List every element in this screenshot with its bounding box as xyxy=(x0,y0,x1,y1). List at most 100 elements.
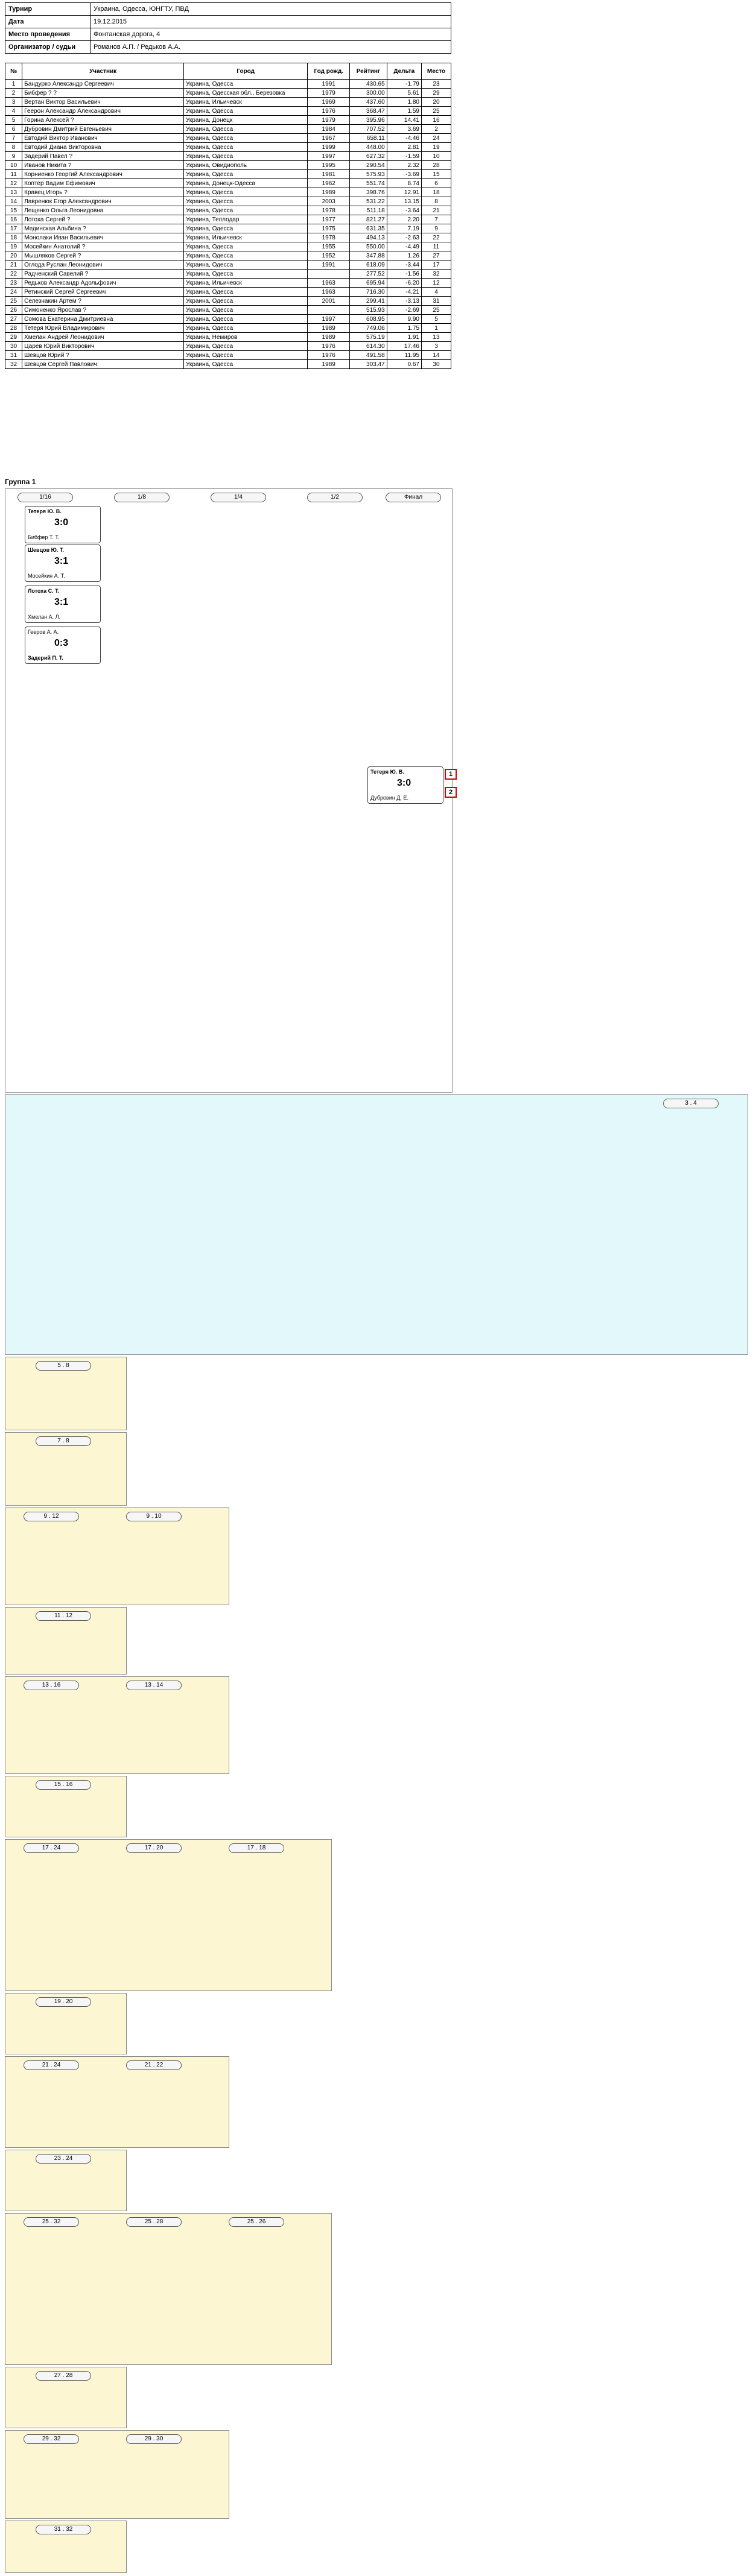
cell-city: Украина, Одесса xyxy=(183,133,308,143)
cell-place: 28 xyxy=(421,160,452,170)
cell-delta: 0.67 xyxy=(386,359,422,369)
section-5-8: 5 . 8 xyxy=(5,1357,127,1430)
cell-place: 29 xyxy=(421,88,452,98)
cell-city: Украина, Немиров xyxy=(183,332,308,342)
place-badge: 1 xyxy=(445,769,457,780)
match-card: Тетеря Ю. В. 3:0 Бибфер Т. Т. xyxy=(25,506,101,543)
cell-city: Украина, Теплодар xyxy=(183,215,308,224)
section-15-16: 15 . 16 xyxy=(5,1776,127,1837)
cell-birth-year: 1962 xyxy=(307,178,351,188)
cell-place: 32 xyxy=(421,269,452,279)
col-place: Место xyxy=(421,63,452,80)
cell-delta: -1.56 xyxy=(386,269,422,279)
cell-delta: 5.61 xyxy=(386,88,422,98)
round-header: Финал xyxy=(386,493,441,502)
cell-participant: Хмелан Андрей Леонидович xyxy=(22,332,184,342)
cell-participant: Сомова Екатерина Дмитриевна xyxy=(22,314,184,324)
match-card: Лотоха С. Т. 3:1 Хмелан А. Л. xyxy=(25,586,101,623)
match-score: 3:1 xyxy=(54,556,69,566)
cell-city: Украина, Одесса xyxy=(183,269,308,279)
place-badge: 2 xyxy=(445,787,457,798)
section-header: 21 . 24 xyxy=(24,2060,79,2070)
cell-place: 23 xyxy=(421,79,452,89)
cell-delta: -3.13 xyxy=(386,296,422,306)
cell-number: 11 xyxy=(4,169,23,179)
cell-participant: Монолаки Иван Васильевич xyxy=(22,233,184,242)
cell-city: Украина, Одесса xyxy=(183,124,308,134)
section-7-8: 7 . 8 xyxy=(5,1432,127,1506)
col-number: № xyxy=(4,63,23,80)
info-value: Романов А.П. / Редьков А.А. xyxy=(90,40,451,54)
cell-birth-year xyxy=(307,305,351,315)
round-header: 1/16 xyxy=(17,493,73,502)
cell-number: 30 xyxy=(4,341,23,351)
cell-rating: 437.60 xyxy=(349,97,387,107)
cell-number: 17 xyxy=(4,224,23,233)
cell-city: Украина, Одесса xyxy=(183,224,308,233)
cell-birth-year: 1989 xyxy=(307,332,351,342)
cell-delta: 12.91 xyxy=(386,188,422,197)
cell-city: Украина, Одесса xyxy=(183,106,308,116)
round-header: 1/8 xyxy=(114,493,170,502)
cell-city: Украина, Ильичевск xyxy=(183,233,308,242)
cell-place: 19 xyxy=(421,142,452,152)
cell-city: Украина, Одесса xyxy=(183,142,308,152)
cell-rating: 277.52 xyxy=(349,269,387,279)
cell-rating: 695.94 xyxy=(349,278,387,288)
final-player-1: Тетеря Ю. В. xyxy=(370,769,404,775)
cell-rating: 749.06 xyxy=(349,323,387,333)
section-header: 25 . 28 xyxy=(126,2217,182,2227)
cell-birth-year: 1955 xyxy=(307,242,351,251)
cell-delta: -4.21 xyxy=(386,287,422,297)
cell-city: Украина, Одесса xyxy=(183,251,308,260)
cell-number: 6 xyxy=(4,124,23,134)
cell-number: 1 xyxy=(4,79,23,89)
cell-delta: 11.95 xyxy=(386,350,422,360)
cell-rating: 631.35 xyxy=(349,224,387,233)
cell-participant: Кравец Игорь ? xyxy=(22,188,184,197)
info-label: Организатор / судьи xyxy=(5,40,91,54)
cell-participant: Оглода Руслан Леонидович xyxy=(22,260,184,270)
cell-rating: 511.18 xyxy=(349,206,387,215)
cell-place: 3 xyxy=(421,341,452,351)
cell-participant: Геерон Александр Александрович xyxy=(22,106,184,116)
cell-participant: Евтодий Виктор Иванович xyxy=(22,133,184,143)
cell-birth-year: 1976 xyxy=(307,341,351,351)
cell-city: Украина, Одесса xyxy=(183,79,308,89)
cell-city: Украина, Одесса xyxy=(183,350,308,360)
section-header: 31 . 32 xyxy=(36,2525,91,2534)
cell-place: 16 xyxy=(421,115,452,125)
cell-participant: Горина Алексей ? xyxy=(22,115,184,125)
section-29-32: 29 . 32 29 . 30 xyxy=(5,2430,229,2519)
cell-place: 11 xyxy=(421,242,452,251)
info-value: Фонтанская дорога, 4 xyxy=(90,28,451,41)
cell-participant: Мосейкин Анатолий ? xyxy=(22,242,184,251)
cell-number: 25 xyxy=(4,296,23,306)
cell-number: 22 xyxy=(4,269,23,279)
section-23-24: 23 . 24 xyxy=(5,2150,127,2211)
cell-participant: Задерий Павел ? xyxy=(22,151,184,161)
cell-participant: Ретинский Сергей Сергеевич xyxy=(22,287,184,297)
cell-city: Украина, Одесса xyxy=(183,359,308,369)
cell-delta: 2.81 xyxy=(386,142,422,152)
cell-city: Украина, Одесса xyxy=(183,341,308,351)
cell-city: Украина, Одесса xyxy=(183,296,308,306)
cell-number: 14 xyxy=(4,197,23,206)
cell-place: 15 xyxy=(421,169,452,179)
col-city: Город xyxy=(183,63,308,80)
cell-number: 27 xyxy=(4,314,23,324)
